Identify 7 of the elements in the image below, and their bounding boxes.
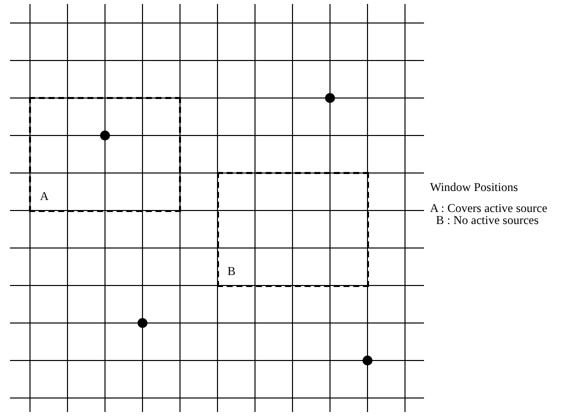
legend-entry: A : Covers active source [430,202,548,215]
window-label: B [228,264,236,276]
window-outline [216,172,368,286]
legend-entry: B : No active sources [436,214,539,227]
window-outline [29,97,181,212]
window-label: A [40,190,49,202]
legend-title: Window Positions [430,181,518,194]
